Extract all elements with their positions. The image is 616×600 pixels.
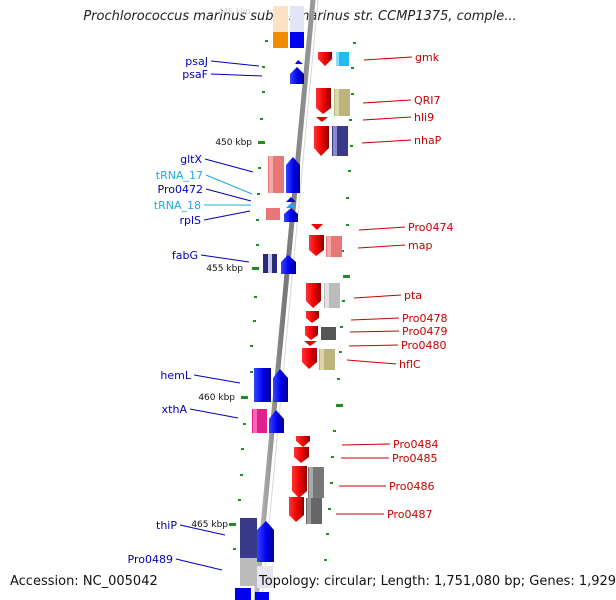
leader-psaf: [210, 73, 263, 77]
leader-pro0478: [350, 317, 400, 321]
gene-label-pro0484[interactable]: Pro0484: [393, 438, 438, 451]
leader-thip: [179, 524, 226, 536]
genome-backbone: [253, 0, 316, 600]
gene-label-pro0479[interactable]: Pro0479: [402, 325, 447, 338]
leader-rpls: [203, 210, 251, 221]
leader-fabg: [200, 254, 250, 263]
gene-label-fabg[interactable]: fabG: [172, 249, 198, 262]
scale-label: 450 kbp: [215, 138, 252, 148]
gene-label-trna_17[interactable]: tRNA_17: [156, 169, 203, 182]
gene-label-gltx[interactable]: gltX: [180, 153, 202, 166]
leader-pro0479: [349, 330, 400, 333]
scale-ticks: [229, 141, 265, 526]
gene-label-thip[interactable]: thiP: [156, 519, 177, 532]
scale-labels: 450 kbp 455 kbp 460 kbp 465 kbp: [191, 138, 252, 530]
leader-heml: [193, 374, 241, 384]
leader-hli9: [362, 116, 412, 121]
scale-label: 460 kbp: [198, 393, 235, 403]
gene-label-trna_18[interactable]: tRNA_18: [154, 199, 201, 212]
gene-label-pro0489[interactable]: Pro0489: [128, 553, 173, 566]
gene-label-pro0474[interactable]: Pro0474: [408, 221, 453, 234]
gene-label-qri7[interactable]: QRI7: [414, 94, 441, 107]
svg-text:445 kbp: 445 kbp: [218, 7, 251, 16]
leader-gltx: [204, 158, 254, 173]
scale-label: 455 kbp: [206, 264, 243, 274]
footer-summary: Topology: circular; Length: 1,751,080 bp…: [259, 574, 616, 589]
gene-label-heml[interactable]: hemL: [160, 369, 191, 382]
gene-label-hflc[interactable]: hflC: [399, 358, 421, 371]
gene-label-pta[interactable]: pta: [404, 289, 422, 302]
leader-xtha: [189, 408, 239, 419]
reverse-strand-features: [289, 52, 350, 524]
leader-pro0484: [341, 443, 391, 446]
gene-label-map[interactable]: map: [408, 239, 432, 252]
leader-pro0480: [348, 344, 399, 347]
gene-label-gmk[interactable]: gmk: [415, 51, 440, 64]
scale-label: 465 kbp: [191, 520, 228, 530]
gene-label-xtha[interactable]: xthA: [162, 403, 188, 416]
gene-label-pro0485[interactable]: Pro0485: [392, 452, 437, 465]
leader-pro0472: [205, 188, 252, 202]
footer-accession: Accession: NC_005042: [10, 574, 158, 589]
leader-pro0489: [175, 558, 223, 571]
left-gene-leaders: [175, 60, 263, 571]
gene-label-pro0487[interactable]: Pro0487: [387, 508, 432, 521]
genome-map: 445 kbp 450 kbp 455 kbp 460 kbp 465 kbp: [128, 0, 453, 600]
gene-label-pro0480[interactable]: Pro0480: [401, 339, 446, 352]
gene-label-pro0486[interactable]: Pro0486: [389, 480, 434, 493]
forward-strand-features: [235, 6, 304, 600]
gene-label-pro0478[interactable]: Pro0478: [402, 312, 447, 325]
leader-gmk: [363, 56, 413, 61]
gene-label-pro0472[interactable]: Pro0472: [158, 183, 203, 196]
gene-label-psaf[interactable]: psaF: [182, 68, 208, 81]
gene-label-rpls[interactable]: rplS: [179, 214, 201, 227]
gene-label-nhap[interactable]: nhaP: [414, 134, 442, 147]
gene-label-hli9[interactable]: hli9: [414, 111, 434, 124]
leader-pro0474: [358, 226, 406, 231]
right-gene-labels: gmkQRI7hli9nhaPPro0474mapptaPro0478Pro04…: [387, 51, 453, 521]
leader-qri7: [362, 99, 412, 104]
leader-nhap: [361, 139, 412, 144]
leader-pta: [353, 294, 402, 299]
right-gene-leaders: [336, 56, 413, 515]
gene-label-psaj[interactable]: psaJ: [185, 55, 208, 68]
leader-trna_17: [205, 174, 253, 195]
leader-map: [357, 244, 406, 249]
leader-hflc: [346, 359, 397, 365]
minor-ticks: [233, 40, 356, 561]
leader-psaj: [210, 60, 260, 67]
